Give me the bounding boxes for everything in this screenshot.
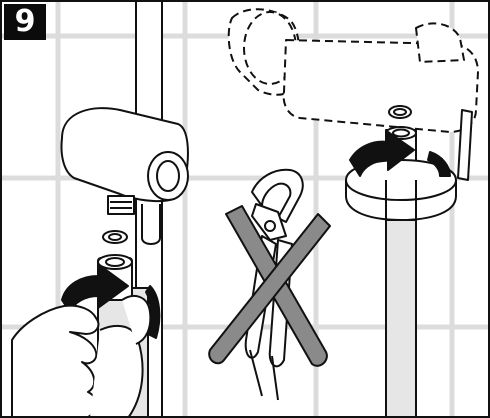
hand <box>12 306 98 418</box>
step-number-badge: 9 <box>4 4 46 40</box>
thermostatic-mixer <box>229 9 478 132</box>
middle-panel-no-pliers <box>209 170 330 400</box>
left-panel-shower-rail <box>12 0 188 418</box>
shower-hose <box>386 220 416 418</box>
